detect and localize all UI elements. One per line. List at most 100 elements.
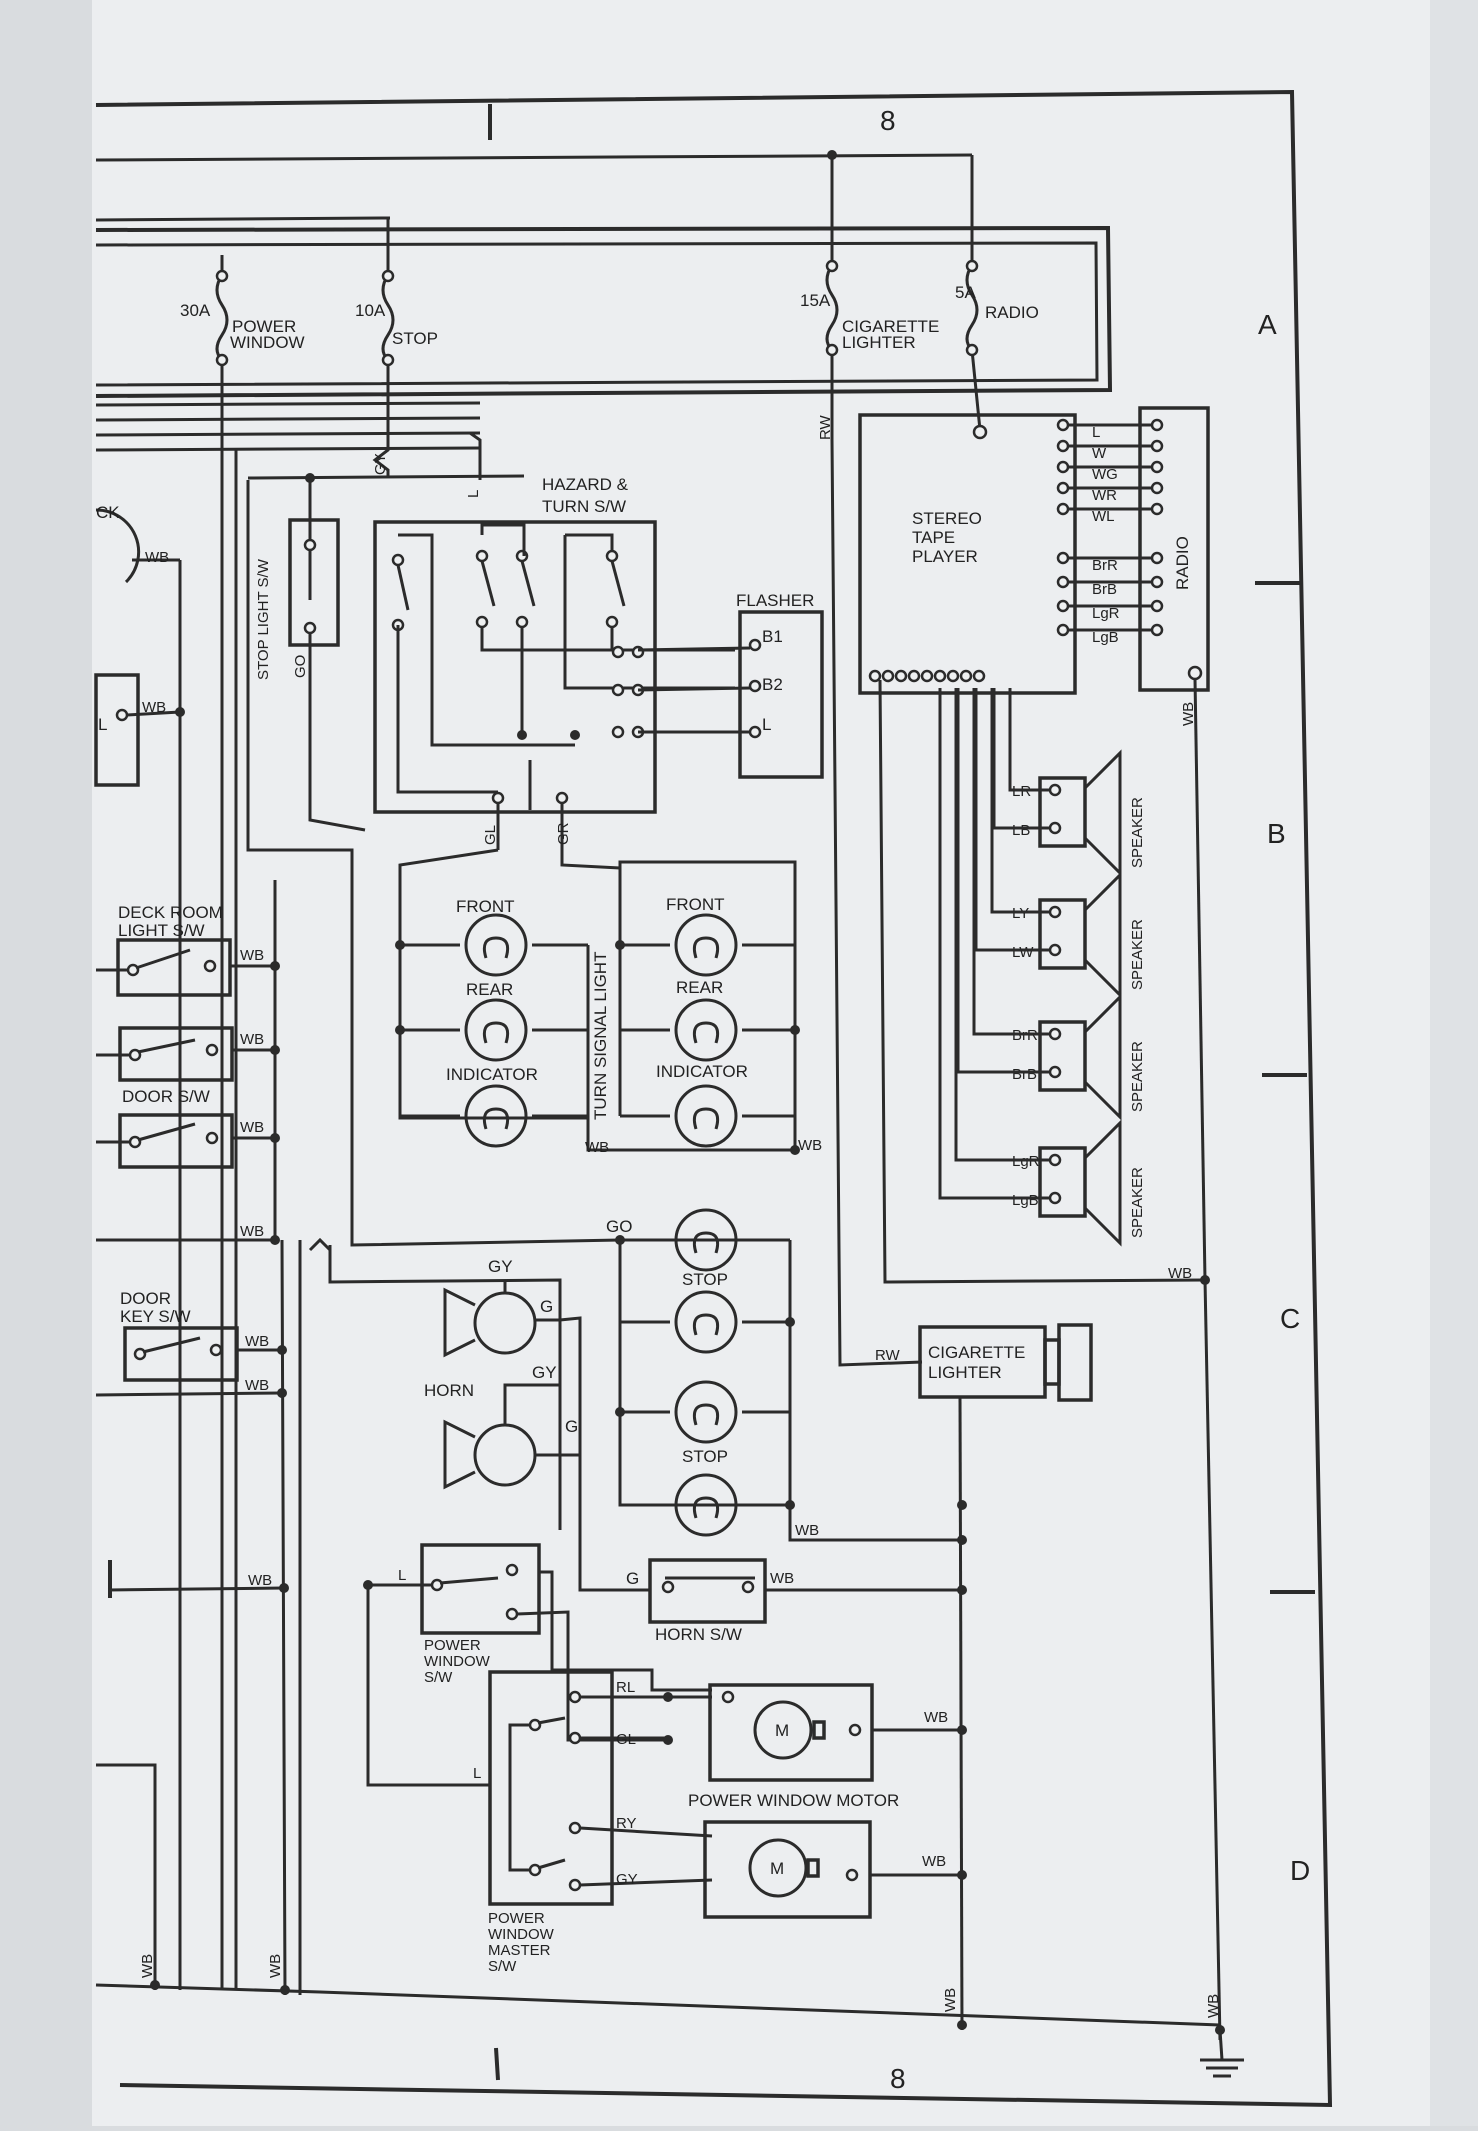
svg-text:GY: GY <box>372 453 389 475</box>
svg-text:G: G <box>626 1569 639 1588</box>
svg-text:G: G <box>540 1297 553 1316</box>
svg-text:WB: WB <box>770 1570 794 1587</box>
svg-text:L: L <box>465 490 482 498</box>
svg-text:WB: WB <box>145 549 169 566</box>
svg-text:WINDOW: WINDOW <box>488 1926 555 1943</box>
svg-text:SPEAKER: SPEAKER <box>1129 1041 1146 1112</box>
svg-text:REAR: REAR <box>676 978 723 997</box>
svg-text:WB: WB <box>798 1137 822 1154</box>
fuse-box-outline <box>95 225 1113 398</box>
svg-text:POWER: POWER <box>488 1910 545 1927</box>
power-window-motor-2: M WB <box>703 1820 962 1919</box>
svg-text:HORN S/W: HORN S/W <box>655 1625 742 1644</box>
svg-text:WB: WB <box>1168 1265 1192 1282</box>
svg-text:LIGHTER: LIGHTER <box>928 1363 1002 1382</box>
svg-text:WB: WB <box>240 1119 264 1136</box>
svg-text:WINDOW: WINDOW <box>424 1653 491 1670</box>
frame-border <box>95 89 1333 2108</box>
svg-text:WB: WB <box>585 1139 609 1156</box>
svg-text:RW: RW <box>817 414 834 440</box>
svg-text:POWER WINDOW MOTOR: POWER WINDOW MOTOR <box>688 1791 899 1810</box>
svg-text:MASTER: MASTER <box>488 1942 551 1959</box>
svg-text:FRONT: FRONT <box>666 895 725 914</box>
svg-text:TAPE: TAPE <box>912 528 955 547</box>
svg-text:M: M <box>775 1721 789 1740</box>
svg-text:10A: 10A <box>355 301 386 320</box>
stereo-tape-player: STEREO TAPE PLAYER <box>858 413 1077 695</box>
svg-text:GR: GR <box>555 822 572 845</box>
svg-text:SPEAKER: SPEAKER <box>1129 919 1146 990</box>
svg-text:WB: WB <box>924 1709 948 1726</box>
svg-text:WB: WB <box>267 1954 284 1978</box>
svg-text:FRONT: FRONT <box>456 897 515 916</box>
svg-text:S/W: S/W <box>424 1669 453 1686</box>
column-label-top: 8 <box>880 105 896 136</box>
svg-text:RY: RY <box>616 1815 637 1832</box>
svg-text:GL: GL <box>482 825 499 845</box>
svg-text:STOP LIGHT S/W: STOP LIGHT S/W <box>255 558 272 680</box>
fuse-30a: 30A POWER WINDOW <box>180 255 305 470</box>
svg-text:WB: WB <box>1205 1994 1222 2018</box>
svg-text:GY: GY <box>532 1363 557 1382</box>
door-key-switch: DOOR KEY S/W WB <box>120 1289 280 1382</box>
svg-text:M: M <box>770 1859 784 1878</box>
svg-text:POWER: POWER <box>424 1637 481 1654</box>
svg-text:LgB: LgB <box>1012 1192 1039 1209</box>
svg-text:WB: WB <box>240 1031 264 1048</box>
svg-text:GL: GL <box>616 1731 636 1748</box>
deck-room-light-switch: DECK ROOM LIGHT S/W WB <box>96 903 275 997</box>
svg-text:DOOR: DOOR <box>120 1289 171 1308</box>
svg-text:DECK ROOM: DECK ROOM <box>118 903 223 922</box>
svg-text:RW: RW <box>875 1347 901 1364</box>
row-label-c: C <box>1280 1303 1300 1334</box>
svg-text:30A: 30A <box>180 301 211 320</box>
svg-text:WB: WB <box>248 1572 272 1589</box>
svg-text:CIGARETTE: CIGARETTE <box>842 317 939 336</box>
door-switch-2: DOOR S/W WB <box>96 1087 275 1169</box>
svg-text:S/W: S/W <box>488 1958 517 1975</box>
svg-text:GY: GY <box>616 1871 638 1888</box>
flasher: FLASHER B1 B2 L <box>637 591 824 779</box>
svg-text:WB: WB <box>795 1522 819 1539</box>
fuse-10a: 10A STOP <box>355 218 438 420</box>
svg-text:LIGHTER: LIGHTER <box>842 333 916 352</box>
radio-wire-label: LgR <box>1092 605 1120 622</box>
svg-text:GO: GO <box>292 655 309 678</box>
radio-wire-label: WR <box>1092 487 1117 504</box>
svg-text:L: L <box>473 1765 481 1782</box>
svg-text:RL: RL <box>616 1679 635 1696</box>
fuse-5a: 5A RADIO <box>955 259 1039 431</box>
power-window-motor-1: M WB POWER WINDOW MOTOR <box>688 1683 962 1810</box>
svg-text:STOP: STOP <box>682 1447 728 1466</box>
radio-wire-label: BrR <box>1092 557 1118 574</box>
svg-text:B2: B2 <box>762 675 783 694</box>
row-label-a: A <box>1258 309 1277 340</box>
svg-text:WB: WB <box>922 1853 946 1870</box>
svg-text:INDICATOR: INDICATOR <box>656 1062 748 1081</box>
stop-light-switch: STOP LIGHT S/W <box>255 518 340 680</box>
svg-text:FLASHER: FLASHER <box>736 591 814 610</box>
svg-text:B1: B1 <box>762 627 783 646</box>
svg-text:PLAYER: PLAYER <box>912 547 978 566</box>
svg-text:BrB: BrB <box>1012 1066 1037 1083</box>
paper-sheet <box>92 0 1478 2126</box>
svg-text:GO: GO <box>606 1217 632 1236</box>
svg-text:LW: LW <box>1012 944 1034 961</box>
svg-text:WB: WB <box>142 699 166 716</box>
svg-text:GY: GY <box>488 1257 513 1276</box>
svg-text:WB: WB <box>245 1377 269 1394</box>
radio-wire-label: L <box>1092 424 1100 441</box>
row-label-b: B <box>1267 818 1286 849</box>
svg-text:WB: WB <box>139 1954 156 1978</box>
svg-text:TURN S/W: TURN S/W <box>542 497 626 516</box>
svg-text:WB: WB <box>1180 702 1197 726</box>
svg-text:POWER: POWER <box>232 317 296 336</box>
radio-wire-label: LgB <box>1092 629 1119 646</box>
clock-label: CK <box>96 503 120 522</box>
svg-text:WB: WB <box>240 1223 264 1240</box>
radio: RADIO WB <box>1138 406 1210 1281</box>
